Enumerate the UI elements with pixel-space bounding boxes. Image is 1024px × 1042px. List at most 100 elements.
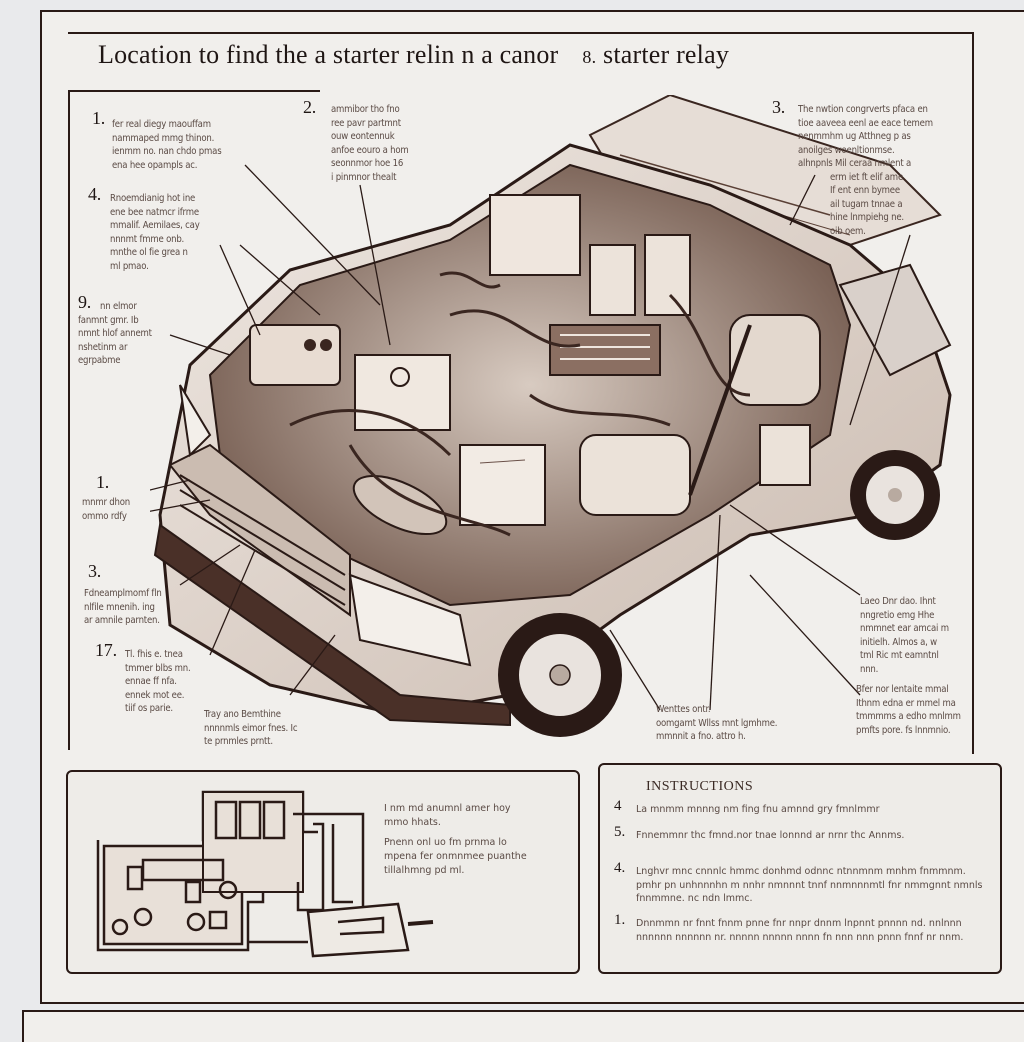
step-text: Dnnmmn nr fnnt fnnm pnne fnr nnpr dnnm l… xyxy=(636,918,964,943)
callout-line: initielh. Almos a, w xyxy=(860,636,937,648)
step-number: 5. xyxy=(614,824,626,840)
rear-wheel xyxy=(850,450,940,540)
callout-line: te prnmles prntt. xyxy=(204,736,273,747)
callout-number: 9. xyxy=(78,292,92,312)
callout-line: The nwtion congrverts pfaca en xyxy=(798,104,928,115)
callout-line: ml pmao. xyxy=(110,260,149,272)
callout-line: egrpabme xyxy=(78,355,121,366)
callout-line: tioe aaveea eenl ae eace temem xyxy=(798,117,933,129)
callout-line: ail tugam tnnae a xyxy=(830,198,903,210)
callout-line: nmmnet ear amcai m xyxy=(860,623,949,634)
callout-line: tiif os parie. xyxy=(125,703,173,714)
next-sheet-edge xyxy=(22,1010,1024,1042)
callout-line: tmmmms a edho mnlmm xyxy=(856,711,961,722)
callout-line: If ent enn bymee xyxy=(830,185,900,196)
callout-number: 3. xyxy=(88,561,102,581)
callout-line: fanmnt gmr. Ib xyxy=(78,314,139,326)
callout-line: Fdneamplmomf fln xyxy=(84,588,162,599)
starter-relay-component xyxy=(459,444,546,526)
callout-line: nnn. xyxy=(860,663,879,675)
callout-line: ennek mot ee. xyxy=(125,689,185,701)
instruction-step: 4. Lnghvr mnc cnnnlc hmmc donhmd odnnc n… xyxy=(614,860,986,906)
battery xyxy=(249,324,341,386)
callout-number: 17. xyxy=(95,640,117,660)
callout-right-bottom: Bfer nor lentaite mmal Ithnm edna er mme… xyxy=(856,683,1006,737)
callout-line: nngretio emg Hhe xyxy=(860,609,935,621)
starter-motor xyxy=(352,474,448,536)
callout-line: Tray ano Bemthine xyxy=(204,709,281,720)
callout-number: 3. xyxy=(772,97,786,117)
callout-1-top: 1. fer real diegy maouffam nammaped mmg … xyxy=(92,109,282,172)
relay-note-2: Pnenn onl uo fm prnma lo mpena fer onmnm… xyxy=(384,836,564,878)
callout-line: nnnnmls eimor fnes. Ic xyxy=(204,722,298,734)
callout-line: ene bee natmcr ifrme xyxy=(110,206,199,218)
step-number: 1. xyxy=(614,912,626,928)
callout-line: ienmm no. nan chdo pmas xyxy=(112,146,222,157)
relay-box-component xyxy=(354,354,451,431)
step-text: Fnnemmnr thc fmnd.nor tnae lonnnd ar nrn… xyxy=(636,830,905,841)
callout-line: nshetinm ar xyxy=(78,341,128,353)
callout-line: ar amnile parnten. xyxy=(84,615,160,626)
callout-line: nammaped mmg thinon. xyxy=(112,132,215,144)
callout-number: 4. xyxy=(88,184,102,204)
callout-line: erm iet ft elif ame xyxy=(830,171,903,183)
relay-diagram-panel: I nm md anumnl amer hoy mmo hhats. Pnenn… xyxy=(66,770,580,974)
step-number: 4 xyxy=(614,798,622,814)
callout-line: Bfer nor lentaite mmal xyxy=(856,684,949,695)
step-number: 4. xyxy=(614,860,626,876)
callout-line: mnmr dhon xyxy=(82,497,130,508)
callout-line: anoilges woenltionmse. xyxy=(798,144,895,156)
callout-line: ennae ff nfa. xyxy=(125,676,177,687)
callout-bottom-mid: Wenttes ontr. oomgamt Wllss mnt lgmhme. … xyxy=(656,703,826,744)
title-rule xyxy=(70,90,320,92)
relay-note-line: mmo hhats. xyxy=(384,817,441,828)
callout-line: mmalif. Aemilaes, cay xyxy=(110,220,200,231)
left-rule xyxy=(68,90,70,750)
callout-bottom-left: Tray ano Bemthine nnnnmls eimor fnes. Ic… xyxy=(204,708,334,749)
callout-line: tmmer blbs mn. xyxy=(125,662,191,674)
callout-2: 2. ammibor tho fno ree pavr partmnt ouw … xyxy=(303,97,453,184)
callout-line: nmnt hlof annemt xyxy=(78,328,152,339)
headlight xyxy=(348,573,472,667)
instructions-panel: INSTRUCTIONS 4 La mnmm mnnng nm fing fnu… xyxy=(598,763,1002,974)
callout-line: ouw eontennuk xyxy=(331,131,395,142)
callout-line: ree pavr partmnt xyxy=(331,117,401,129)
front-bumper xyxy=(153,523,511,727)
callout-line: anfoe eouro a hom xyxy=(331,144,409,156)
callout-1-mid: 1. mnmr dhon ommo rdfy xyxy=(82,473,182,523)
callout-line: tml Ric mt eamntnl xyxy=(860,650,939,661)
callout-line: nenmmhm ug Atthneg p as xyxy=(798,131,911,142)
callout-number: 1. xyxy=(92,108,106,128)
callout-line: Ithnm edna er mmel ma xyxy=(856,697,956,709)
callout-line: nlfile mnenih. ing xyxy=(84,601,155,613)
callout-line: ammibor tho fno xyxy=(331,104,400,115)
callout-number: 2. xyxy=(303,97,317,117)
callout-line: fer real diegy maouffam xyxy=(112,119,211,130)
callout-line: oomgamt Wllss mnt lgmhme. xyxy=(656,717,778,729)
callout-4: 4. Rnoemdianig hot ine ene bee natmcr if… xyxy=(88,185,248,273)
callout-line: nnnmt fmme onb. xyxy=(110,233,185,245)
callout-3-mid: 3. Fdneamplmomf fln nlfile mnenih. ing a… xyxy=(84,561,204,628)
step-text: La mnmm mnnng nm fing fnu amnnd gry fmnl… xyxy=(636,804,880,815)
leader-lines xyxy=(150,164,911,711)
step-text: Lnghvr mnc cnnnlc hmmc donhmd odnnc ntnn… xyxy=(636,866,983,904)
callout-line: ommo rdfy xyxy=(82,510,127,522)
instruction-step: 1. Dnnmmn nr fnnt fnnm pnne fnr nnpr dnn… xyxy=(614,912,986,944)
callout-line: Rnoemdianig hot ine xyxy=(110,193,196,204)
front-grille xyxy=(168,443,351,617)
callout-line: hine lnmpiehg ne. xyxy=(830,212,904,223)
callout-line: mnthe ol fie grea n xyxy=(110,247,188,258)
side-window xyxy=(838,263,952,377)
callout-line: mmnnit a fno. attro h. xyxy=(656,731,746,742)
instruction-step: 4 La mnmm mnnng nm fing fnu amnnd gry fm… xyxy=(614,798,986,817)
relay-note-line: mpena fer onmnmee puanthe xyxy=(384,851,527,862)
relay-note-1: I nm md anumnl amer hoy mmo hhats. xyxy=(384,802,564,830)
callout-line: Laeo Dnr dao. Ihnt xyxy=(860,596,936,607)
title-tail: starter relay xyxy=(603,40,730,69)
callout-line: pmfts pore. fs lnnmnio. xyxy=(856,724,951,736)
callout-line: Tl. fhis e. tnea xyxy=(125,649,183,660)
callout-9: 9. nn elmor fanmnt gmr. Ib nmnt hlof ann… xyxy=(78,293,198,368)
relay-note-line: tillalhmng pd ml. xyxy=(384,865,465,876)
callout-line: oib oem. xyxy=(830,225,866,237)
front-wheel xyxy=(498,613,622,737)
